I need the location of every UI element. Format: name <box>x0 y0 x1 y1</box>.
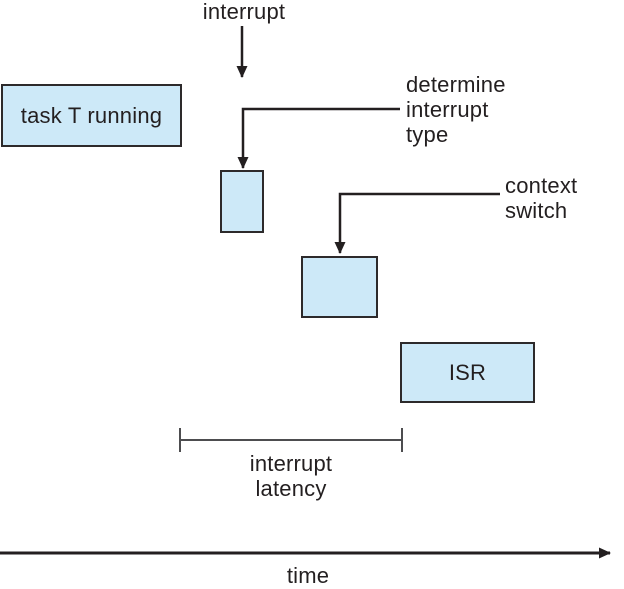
task-running-box: task T running <box>1 84 182 147</box>
determine-interrupt-type-label: determine interrupt type <box>406 72 506 147</box>
interrupt-latency-bracket <box>179 428 403 452</box>
context-switch-connector <box>334 192 500 254</box>
context-switch-box <box>301 256 378 318</box>
isr-label: ISR <box>448 359 487 385</box>
time-axis-label: time <box>286 563 330 588</box>
interrupt-event-label: interrupt <box>202 0 286 24</box>
determine-interrupt-type-connector <box>237 107 400 169</box>
context-switch-label: context switch <box>505 173 578 223</box>
isr-box: ISR <box>400 342 535 403</box>
determine-interrupt-type-box <box>220 170 264 233</box>
task-running-label: task T running <box>20 102 163 128</box>
interrupt-latency-label: interrupt latency <box>249 451 333 501</box>
